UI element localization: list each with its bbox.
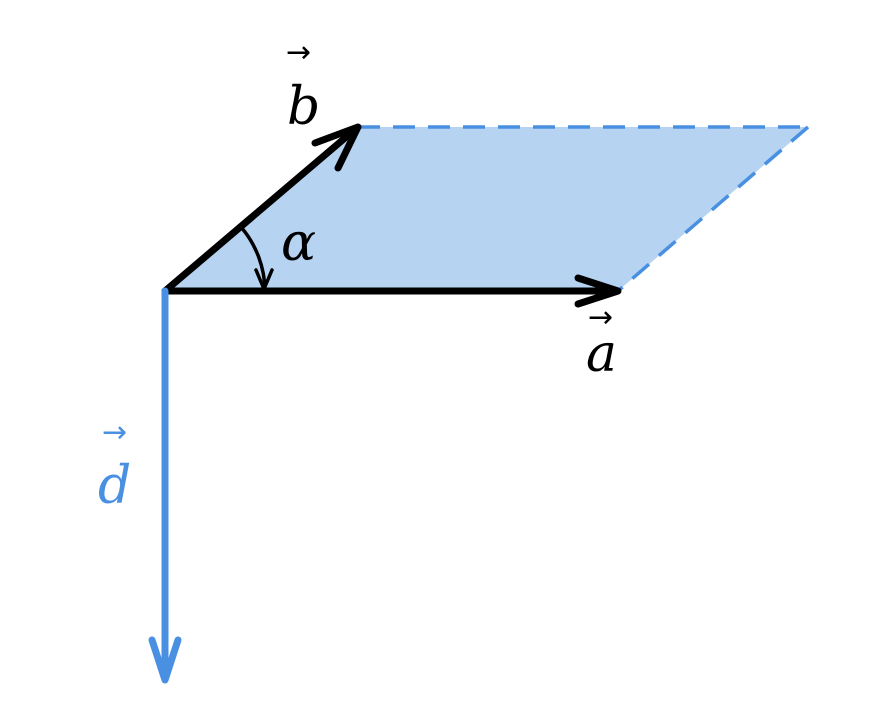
vector-b-arrow-glyph: → xyxy=(286,35,311,70)
vector-a-arrow-glyph: → xyxy=(588,300,613,335)
vector-d-arrow-glyph: → xyxy=(102,415,127,450)
vector-d-arrow xyxy=(148,287,182,684)
vector-a-label: a xyxy=(586,324,617,384)
vector-a-arrow xyxy=(161,274,622,308)
parallelogram-area xyxy=(165,127,808,291)
parallelogram-right-dashed-edge xyxy=(616,125,810,293)
angle-alpha-arc xyxy=(239,225,274,293)
vector-b-label: b xyxy=(287,77,320,137)
vector-d-label: d xyxy=(98,456,131,516)
angle-alpha-label: α xyxy=(281,213,316,273)
vector-b-arrow xyxy=(161,123,362,295)
